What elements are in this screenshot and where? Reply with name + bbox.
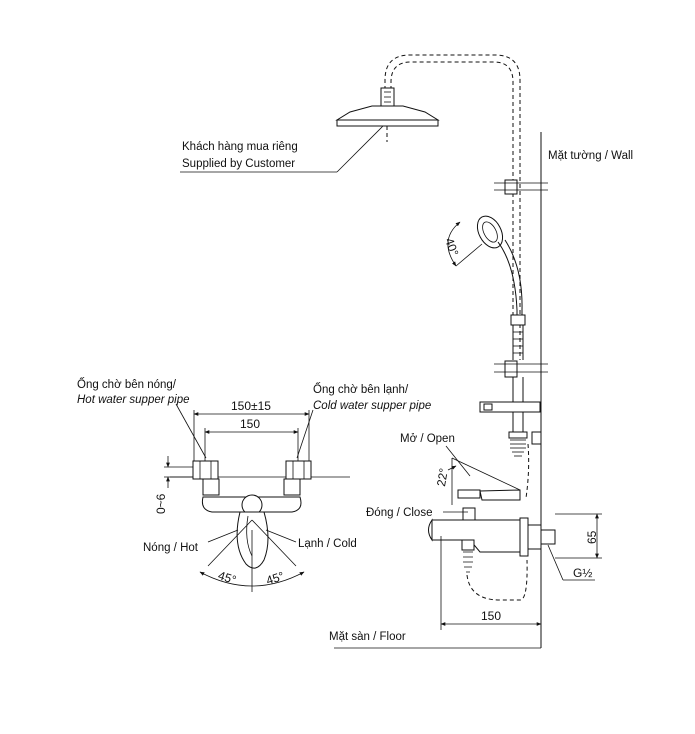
handshower-angle [447,221,483,267]
dim-150-tol-label: 150±15 [231,399,271,413]
cold-leader [265,529,297,543]
dim-150-bottom [440,536,542,630]
hand-shower [476,215,526,360]
close-label: Đóng / Close [366,507,432,519]
dim-150-top-label: 150 [240,417,260,431]
dim-65-label: 65 [585,530,599,544]
cold-pipe-leader [296,409,314,459]
angle-lever-label: 22° [434,467,451,488]
customer-label-en: Supplied by Customer [182,158,295,170]
mixer-body-front [201,494,302,569]
dim-150-inner [204,428,299,462]
cold-label: Lạnh / Cold [298,538,357,550]
rain-shower-head [335,87,440,142]
floor-label: Mặt sàn / Floor [329,631,406,643]
open-leader [445,445,471,477]
hot-pipe-label-en: Hot water supper pipe [77,394,190,406]
lever-rotation-arc [199,519,305,592]
lever-angle [447,457,521,505]
rail-bracket-bottom [494,360,548,378]
cold-pipe-label-vi: Ống chờ bên lạnh/ [313,382,409,396]
hot-connector [192,460,220,496]
customer-label-vi: Khách hàng mua riêng [182,141,298,153]
hot-label: Nóng / Hot [143,542,199,554]
angle-cold-label: 45° [264,569,286,588]
thread-label: G½ [573,566,592,580]
angle-handshower-label: 40° [442,236,461,258]
open-label: Mở / Open [400,433,455,445]
cold-connector [283,460,312,496]
customer-leader [180,125,384,173]
hot-leader [207,529,239,543]
dim-0-6-label: 0~6 [154,493,168,514]
thread-leader [547,544,595,581]
side-view [180,54,602,649]
cold-pipe-label-en: Cold water supper pipe [313,400,431,412]
mixer-body-side [428,489,556,601]
wall-label: Mặt tường / Wall [548,150,633,162]
dim-65 [555,513,602,559]
lower-column [479,377,542,499]
hot-pipe-leader [175,403,207,459]
angle-hot-label: 45° [216,568,238,587]
rail-bracket-top [494,179,548,195]
dim-150-bottom-label: 150 [481,609,501,623]
hot-pipe-label-vi: Ống chờ bên nóng/ [77,377,177,391]
front-view [164,403,350,592]
overhead-arm [384,54,521,360]
